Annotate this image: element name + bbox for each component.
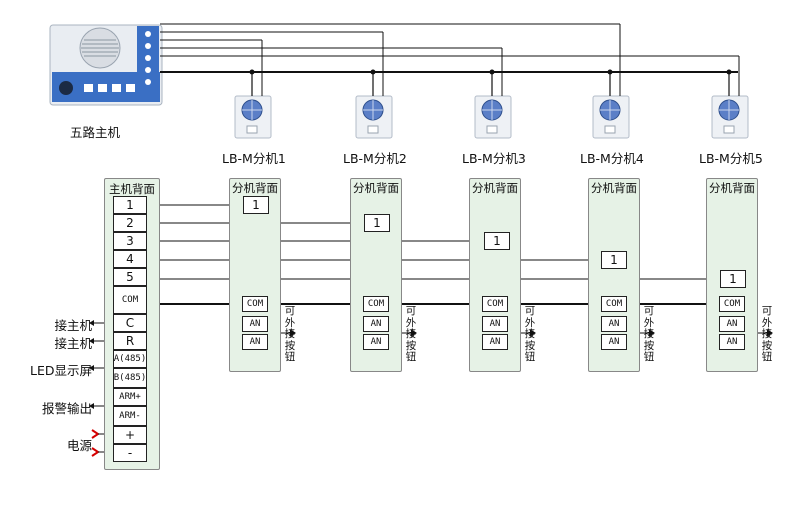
button-note-char: 钮 [405, 351, 417, 363]
button-note-char: 可 [284, 305, 296, 317]
button-note-char: 钮 [284, 351, 296, 363]
button-note-2: 可外接按钮 [405, 305, 417, 364]
extension-label-5: LB-M分机5 [699, 151, 763, 166]
extension-label-3: LB-M分机3 [462, 151, 526, 166]
button-note-char: 可 [643, 305, 655, 317]
power-arrow-icon-2 [91, 447, 100, 457]
extension-channel-box-1: 1 [243, 196, 269, 214]
button-note-char: 接 [524, 328, 536, 340]
extension-com-4: COM [601, 296, 627, 312]
button-note-char: 按 [761, 339, 773, 352]
button-note-5: 可外接按钮 [761, 305, 773, 364]
master-terminal-2: 2 [113, 214, 147, 232]
button-note-1: 可外接按钮 [284, 305, 296, 364]
extension-an2-4: AN [601, 334, 627, 350]
extension-panel-title-4: 分机背面 [591, 181, 637, 195]
master-label: 五路主机 [70, 125, 121, 140]
extension-device-image-4 [592, 95, 630, 139]
master-terminal-5: 5 [113, 268, 147, 286]
button-note-char: 接 [284, 328, 296, 340]
extension-com-5: COM [719, 296, 745, 312]
master-panel-title: 主机背面 [109, 182, 155, 196]
power-label: 电源 [66, 438, 92, 453]
button-arrow-head-4 [649, 329, 655, 337]
extension-an2-2: AN [363, 334, 389, 350]
button-note-char: 按 [524, 339, 536, 352]
button-note-char: 接 [761, 328, 773, 340]
button-note-char: 钮 [643, 351, 655, 363]
button-note-char: 外 [405, 316, 417, 329]
extension-device-image-2 [355, 95, 393, 139]
extension-an2-5: AN [719, 334, 745, 350]
button-note-char: 外 [524, 316, 536, 329]
extension-com-3: COM [482, 296, 508, 312]
connect-host-r-label: 接主机 [54, 336, 92, 351]
extension-an1-2: AN [363, 316, 389, 332]
button-note-char: 外 [284, 316, 296, 329]
led-display-label-arrow-head [89, 365, 94, 371]
extension-channel-box-2: 1 [364, 214, 390, 232]
extension-device-image-3 [474, 95, 512, 139]
connect-host-c-label-arrow-head [89, 320, 94, 326]
extension-com-1: COM [242, 296, 268, 312]
button-note-4: 可外接按钮 [643, 305, 655, 364]
extension-label-1: LB-M分机1 [222, 151, 286, 166]
button-note-char: 按 [643, 339, 655, 352]
master-terminal-4: 4 [113, 250, 147, 268]
extension-an1-1: AN [242, 316, 268, 332]
master-device-image [49, 24, 163, 106]
master-terminal-10: B(485) [113, 368, 147, 388]
button-note-char: 钮 [524, 351, 536, 363]
button-note-char: 钮 [761, 351, 773, 363]
extension-an1-4: AN [601, 316, 627, 332]
extension-panel-title-2: 分机背面 [353, 181, 399, 195]
power-arrow-icon-1 [91, 429, 100, 439]
button-note-3: 可外接按钮 [524, 305, 536, 364]
extension-an2-3: AN [482, 334, 508, 350]
master-terminal-6: COM [113, 286, 147, 314]
extension-com-2: COM [363, 296, 389, 312]
extension-an1-5: AN [719, 316, 745, 332]
button-note-char: 可 [524, 305, 536, 317]
master-terminal-14: - [113, 444, 147, 462]
button-note-char: 按 [405, 339, 417, 352]
connect-host-r-label-arrow-head [89, 338, 94, 344]
extension-an1-3: AN [482, 316, 508, 332]
button-arrow-head-3 [530, 329, 536, 337]
button-arrow-head-5 [767, 329, 773, 337]
master-terminal-8: R [113, 332, 147, 350]
extension-panel-title-3: 分机背面 [472, 181, 518, 195]
button-note-char: 外 [643, 316, 655, 329]
extension-an2-1: AN [242, 334, 268, 350]
led-display-label: LED显示屏 [30, 363, 92, 378]
button-arrow-head-2 [411, 329, 417, 337]
master-terminal-7: C [113, 314, 147, 332]
button-note-char: 接 [405, 328, 417, 340]
button-note-char: 按 [284, 339, 296, 352]
master-terminal-9: A(485) [113, 350, 147, 368]
master-terminal-1: 1 [113, 196, 147, 214]
button-note-char: 可 [761, 305, 773, 317]
extension-label-2: LB-M分机2 [343, 151, 407, 166]
extension-channel-box-4: 1 [601, 251, 627, 269]
master-terminal-12: ARM- [113, 406, 147, 426]
connect-host-c-label: 接主机 [54, 318, 92, 333]
button-note-char: 外 [761, 316, 773, 329]
button-arrow-head-1 [290, 329, 296, 337]
alarm-output-label: 报警输出 [41, 401, 92, 416]
alarm-output-label-arrow-head [89, 403, 94, 409]
extension-panel-title-5: 分机背面 [709, 181, 755, 195]
extension-panel-title-1: 分机背面 [232, 181, 278, 195]
extension-device-image-1 [234, 95, 272, 139]
master-terminal-3: 3 [113, 232, 147, 250]
extension-channel-box-5: 1 [720, 270, 746, 288]
master-terminal-13: + [113, 426, 147, 444]
extension-channel-box-3: 1 [484, 232, 510, 250]
master-terminal-11: ARM+ [113, 388, 147, 406]
extension-device-image-5 [711, 95, 749, 139]
button-note-char: 可 [405, 305, 417, 317]
extension-label-4: LB-M分机4 [580, 151, 644, 166]
button-note-char: 接 [643, 328, 655, 340]
